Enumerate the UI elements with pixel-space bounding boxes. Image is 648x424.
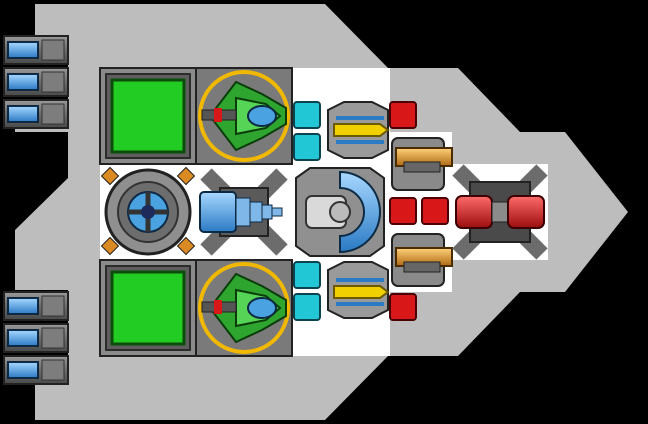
reactor-core-icon [127, 191, 169, 233]
hangar-fighter-top[interactable] [195, 67, 293, 165]
red-cannon-icon [455, 195, 545, 229]
missile-pod-bottom[interactable] [327, 261, 390, 319]
engine-icon [199, 191, 283, 233]
cargo-bay-icon [110, 270, 186, 346]
red-cannon[interactable] [452, 164, 548, 260]
cargo-bay-icon [110, 78, 186, 154]
green-fighter-icon [201, 272, 287, 344]
cargo-bay-top[interactable] [99, 67, 197, 165]
cargo-bay-bottom[interactable] [99, 259, 197, 357]
hangar-fighter-bottom[interactable] [195, 259, 293, 357]
green-fighter-icon [201, 80, 287, 152]
thruster-icon [3, 355, 69, 385]
thrusters-top [3, 35, 69, 129]
engine-module[interactable] [199, 168, 288, 256]
gold-turret-bottom[interactable] [391, 233, 453, 287]
shield-generator-icon [305, 170, 381, 254]
thruster-icon [3, 35, 69, 65]
thruster-icon [3, 99, 69, 129]
gold-turret-top[interactable] [391, 137, 453, 191]
thruster-icon [3, 323, 69, 353]
missile-pod-top[interactable] [327, 101, 390, 159]
thrusters-bottom [3, 291, 69, 385]
reactor-core[interactable] [100, 166, 196, 256]
connector-node [293, 101, 321, 321]
thruster-icon [3, 67, 69, 97]
thruster-icon [3, 291, 69, 321]
red-connector [389, 101, 449, 321]
shield-generator[interactable] [295, 167, 385, 257]
